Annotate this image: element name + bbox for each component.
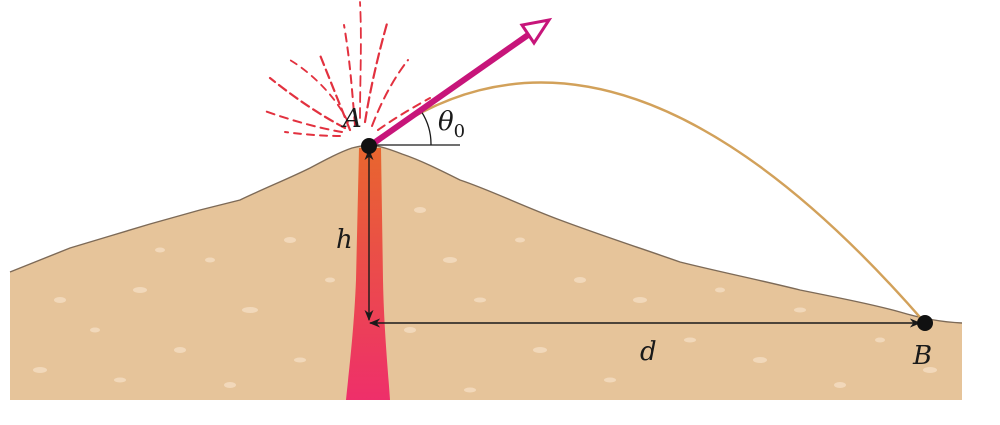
distance-label: d [640, 337, 657, 367]
trajectory-curve [370, 81, 926, 324]
angle-symbol: θ [438, 107, 454, 137]
point-b-dot [917, 315, 933, 331]
lava-spray [261, 1, 431, 137]
initial-velocity-arrow [368, 17, 553, 148]
point-a-label: A [341, 104, 362, 134]
mountain-outline [9, 144, 963, 324]
angle-arc [420, 110, 432, 146]
ground-speckles [33, 207, 937, 393]
point-a-dot [361, 138, 377, 154]
angle-label: θ0 [438, 107, 465, 142]
height-label: h [336, 225, 353, 255]
mountain-ground [10, 145, 962, 400]
point-b-label: B [912, 341, 932, 371]
angle-subscript: 0 [454, 121, 465, 142]
